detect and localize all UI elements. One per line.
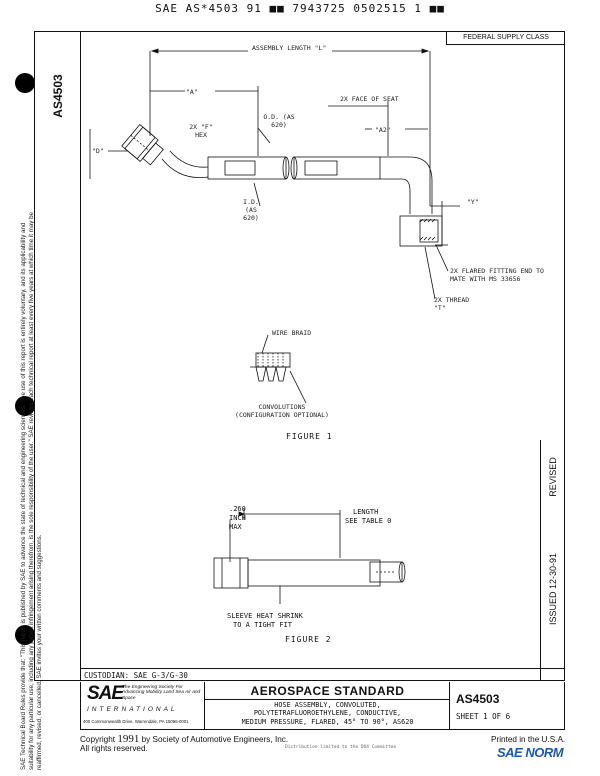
- document-title: HOSE ASSEMBLY, CONVOLUTED, POLYTETRAFLUO…: [205, 701, 450, 726]
- fig2-length-label: LENGTH: [353, 508, 379, 516]
- rights-reserved: All rights reserved.: [80, 744, 148, 753]
- title-doc-number: AS4503: [456, 692, 500, 706]
- binder-hole-top: [15, 73, 35, 93]
- binder-hole-middle: [15, 396, 35, 416]
- figure-2-drawing: [213, 508, 406, 604]
- sae-international: INTERNATIONAL: [87, 706, 178, 713]
- copyright-notice: Copyright 1991 by Society of Automotive …: [80, 733, 289, 754]
- d-dimension-label: "D": [92, 147, 104, 155]
- sae-logo-cell: [80, 682, 205, 730]
- flared-fitting-label: 2X FLARED FITTING END TO MATE WITH MS 33…: [450, 267, 544, 283]
- fig2-see-table: SEE TABLE 0: [345, 517, 392, 525]
- drawing-frame: [80, 31, 565, 681]
- y-dimension-label: "Y": [467, 198, 479, 206]
- hex-label: 2X "F" HEX: [189, 123, 213, 139]
- title-line-2: POLYTETRAFLUOROETHYLENE, CONDUCTIVE,: [253, 709, 402, 718]
- fig2-tight-fit-label: TO A TIGHT FIT: [233, 621, 293, 629]
- title-divider: [205, 699, 450, 700]
- title-line-1: HOSE ASSEMBLY, CONVOLUTED,: [274, 701, 381, 709]
- wire-braid-label: WIRE BRAID: [272, 329, 312, 337]
- figure-1-caption: FIGURE 1: [286, 432, 333, 441]
- aerospace-standard-heading: AEROSPACE STANDARD: [250, 684, 405, 698]
- sae-logo: SAE: [87, 683, 124, 704]
- thread-label: 2X THREAD "T": [434, 296, 470, 312]
- sae-address: 400 Commonwealth Drive, Warrendale, PA 1…: [83, 719, 189, 724]
- distribution-note: Distribution limited to the DO4 Committe…: [285, 745, 397, 750]
- a-dimension-label: "A": [186, 88, 198, 96]
- fig2-dim-unit: INCH: [229, 514, 246, 522]
- revision-strip: [540, 440, 565, 681]
- fig2-dim-max: MAX: [229, 523, 242, 531]
- custodian-line: CUSTODIAN: SAE G-3/G-30: [80, 668, 565, 682]
- fig2-dim-value: .260: [229, 505, 246, 513]
- title-block: [80, 682, 565, 730]
- face-of-seat-label: 2X FACE OF SEAT: [340, 95, 399, 103]
- assembly-length-label: ASSEMBLY LENGTH "L": [252, 44, 327, 52]
- figure-2-caption: FIGURE 2: [285, 635, 332, 644]
- id-label: I.D. (AS 620): [243, 198, 259, 222]
- issued-date: ISSUED 12-30-91: [548, 552, 558, 626]
- technical-board-disclaimer: SAE Technical Board Rules provide that: …: [20, 212, 43, 770]
- copyright-year: 1991: [117, 733, 140, 745]
- printed-in-usa: Printed in the U.S.A.: [491, 735, 566, 744]
- document-header-code: SAE AS*4503 91 ■■ 7943725 0502515 1 ■■: [155, 2, 445, 15]
- binder-hole-bottom: [15, 625, 35, 645]
- sae-norm-watermark: SAE NORM: [497, 745, 564, 760]
- margin-doc-number: AS4503: [51, 74, 65, 118]
- title-line-3: MEDIUM PRESSURE, FLARED, 45° TO 90°, AS6…: [241, 717, 414, 726]
- copyright-prefix: Copyright: [80, 735, 116, 744]
- sae-tagline: The Engineering Society For Advancing Mo…: [122, 685, 201, 701]
- revised-label: REVISED: [548, 457, 558, 497]
- fig2-sleeve-label: SLEEVE HEAT SHRINK: [227, 612, 303, 620]
- a2-dimension-label: "A2": [375, 126, 391, 134]
- figure-1-drawing: [89, 48, 460, 404]
- federal-supply-class-box: FEDERAL SUPPLY CLASS: [446, 31, 565, 45]
- od-label: O.D. (AS 620): [263, 113, 295, 129]
- copyright-owner: by Society of Automotive Engineers, Inc.: [141, 735, 289, 744]
- title-cell: [205, 682, 450, 730]
- sheet-number: SHEET 1 OF 6: [456, 712, 511, 721]
- left-margin-strip: [34, 31, 80, 681]
- convolutions-label: CONVOLUTIONS (CONFIGURATION OPTIONAL): [235, 403, 329, 419]
